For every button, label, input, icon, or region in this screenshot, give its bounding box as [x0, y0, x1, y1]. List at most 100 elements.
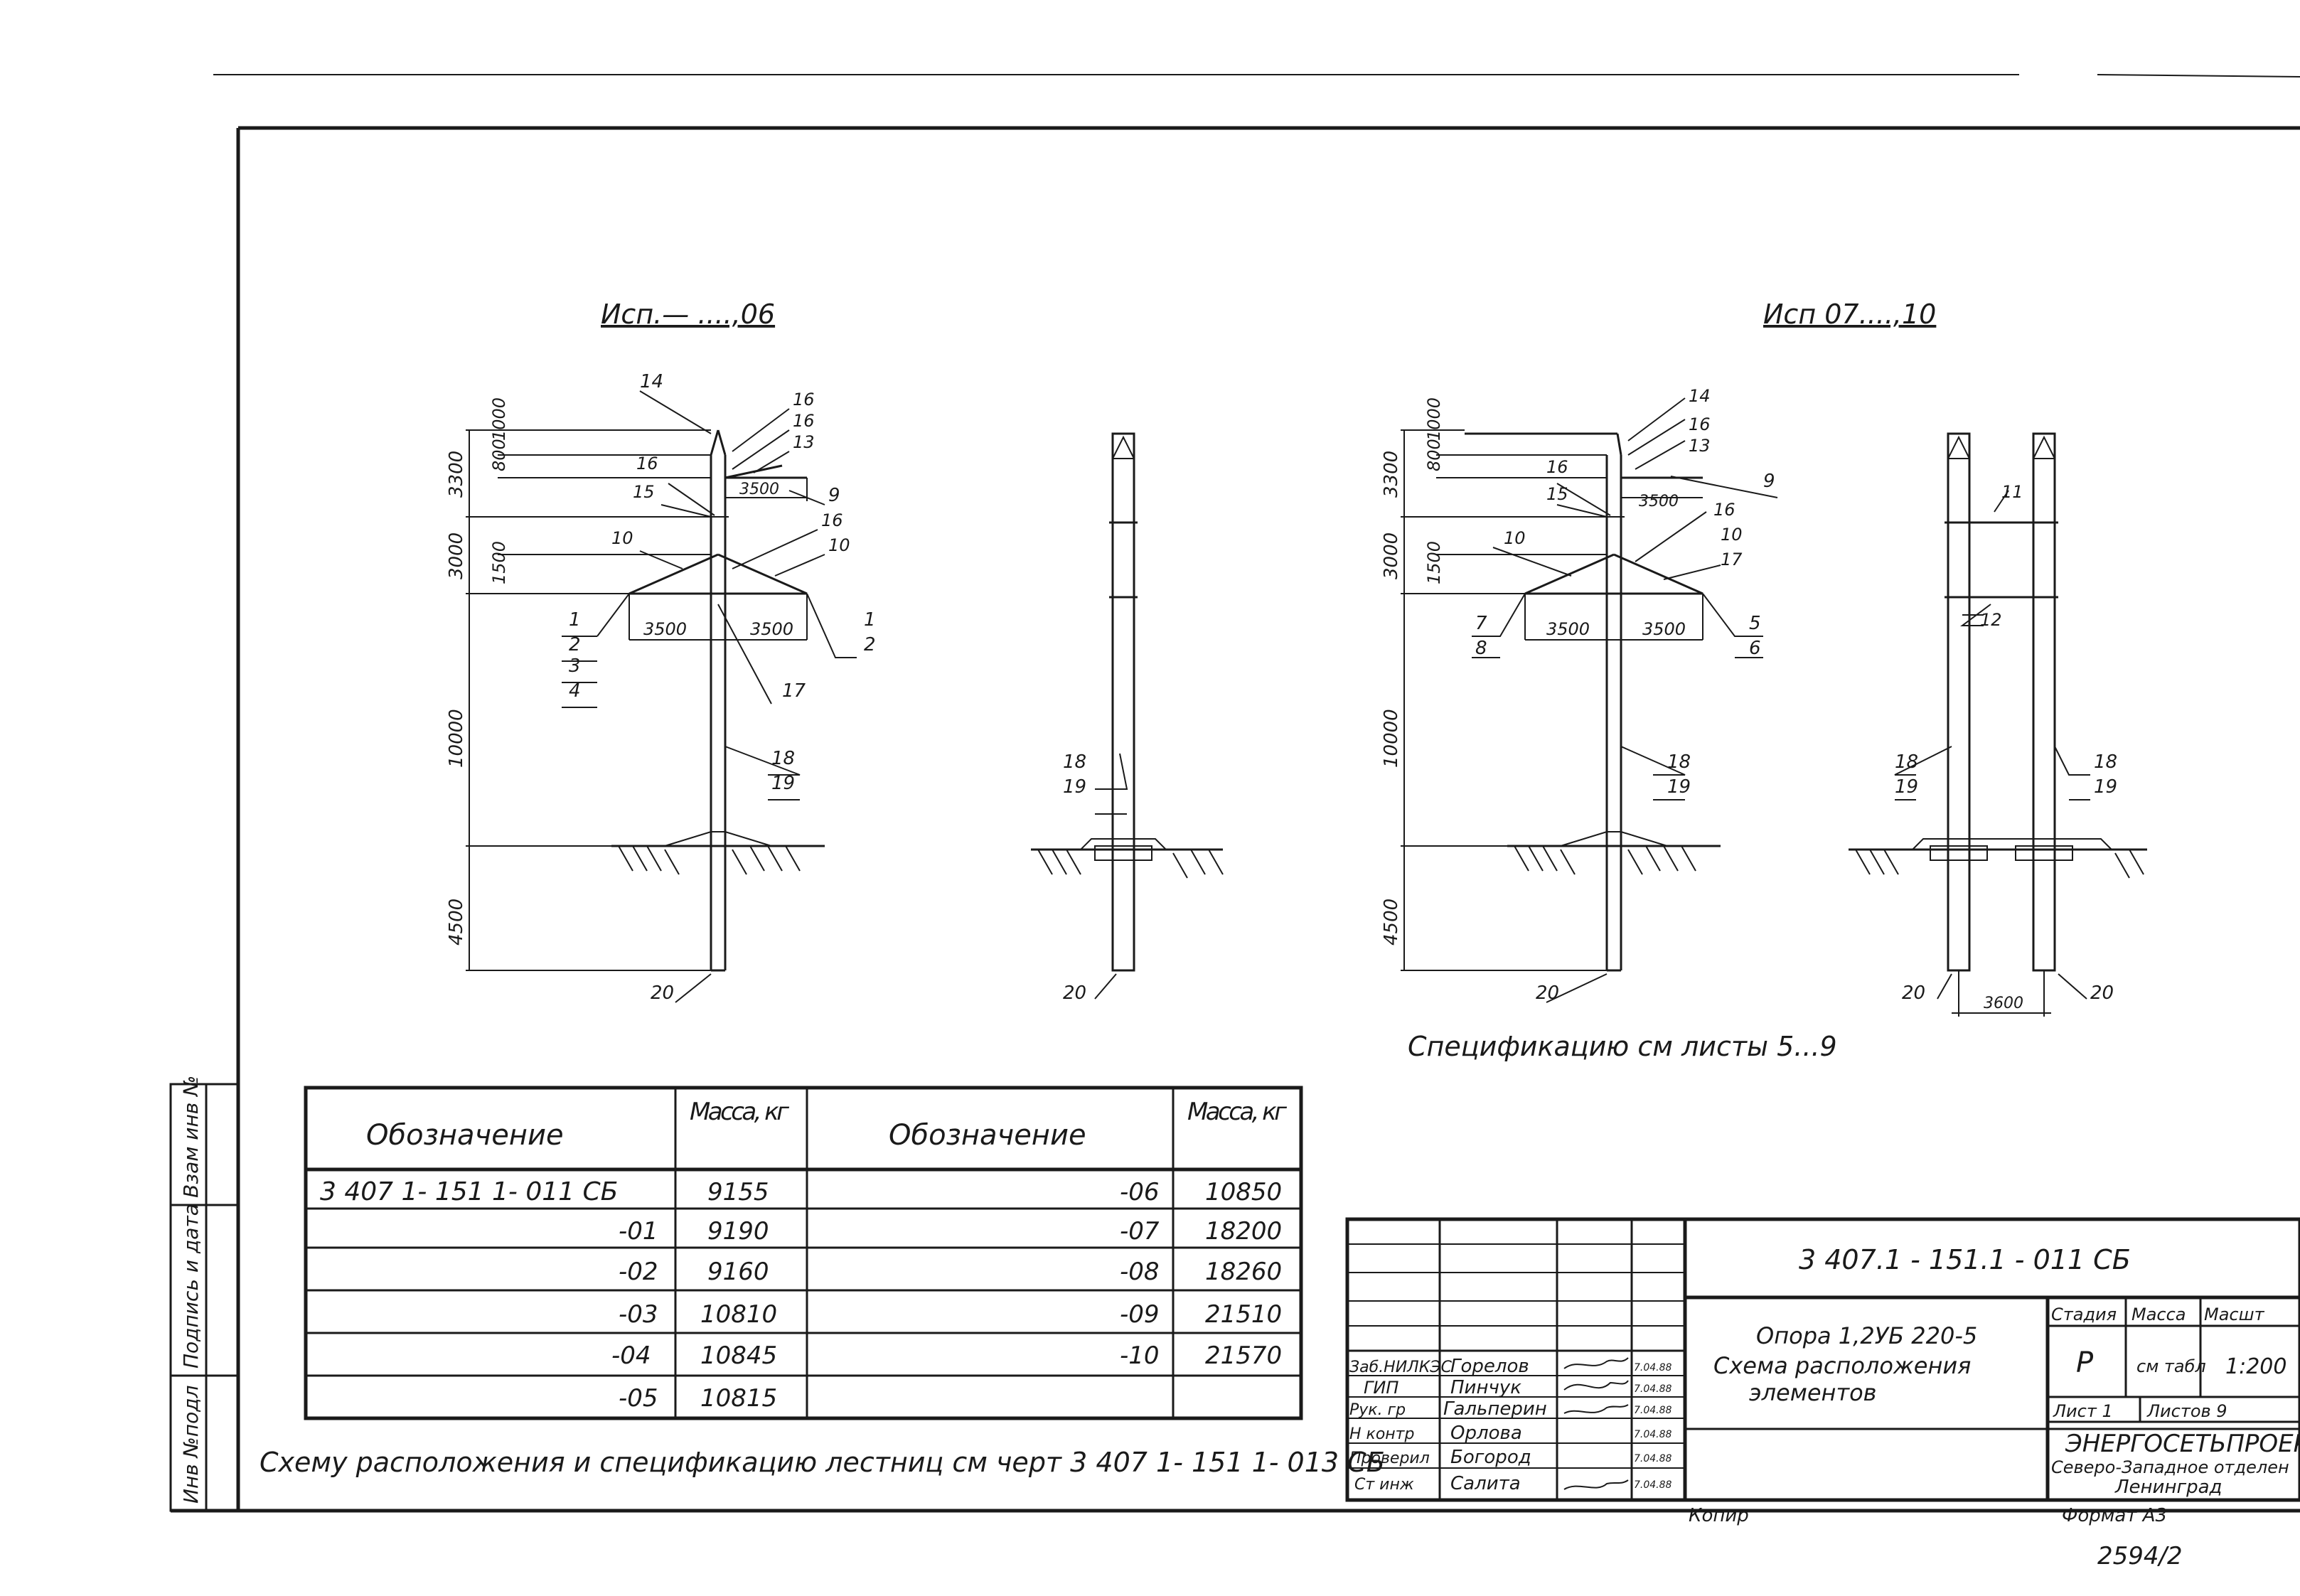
copy-label: Копир [1689, 1505, 1749, 1526]
mark-17-b: 17 [1721, 550, 1743, 569]
mark-9-a: 9 [828, 485, 840, 506]
mark-19-c: 19 [1667, 776, 1691, 798]
mark-11: 11 [2001, 482, 2023, 502]
dim-800-a: 800 [489, 439, 509, 471]
dim-1000-a: 1000 [489, 397, 509, 441]
date-1: 7.04.88 [1634, 1383, 1672, 1395]
date-4: 7.04.88 [1634, 1453, 1672, 1464]
role-0: Заб.НИЛКЭС [1349, 1359, 1453, 1376]
dim-4500-a: 4500 [446, 899, 467, 946]
mass-label: Масса [2131, 1305, 2186, 1324]
mark-13-a: 13 [793, 432, 815, 452]
mark-16-a4: 16 [821, 510, 843, 530]
mark-15-a: 15 [633, 482, 655, 502]
mark-9-b: 9 [1763, 471, 1775, 492]
name-0: Горелов [1450, 1356, 1529, 1377]
date-5: 7.04.88 [1634, 1479, 1672, 1491]
mass-table [304, 1086, 1303, 1420]
dim-800-b: 800 [1424, 439, 1444, 471]
mark-16-a1: 16 [793, 390, 815, 409]
dim-3000-a: 3000 [446, 532, 467, 579]
row1-mass1: 9190 [707, 1217, 769, 1246]
pole-front-single [466, 429, 825, 972]
role-4: Проверил [1349, 1450, 1430, 1467]
row0-des1: 3 407 1- 151 1- 011 СБ [320, 1177, 618, 1206]
dim-10000-a: 10000 [446, 709, 467, 768]
dim-1500-b: 1500 [1424, 541, 1444, 584]
mark-2-b: 2 [864, 634, 876, 655]
row3-mass2: 21510 [1205, 1300, 1282, 1329]
dim-3000-b: 3000 [1381, 532, 1402, 579]
row3-des1: -03 [619, 1300, 658, 1329]
dim-3500-b3: 3500 [1639, 493, 1679, 510]
mark-10-a2: 10 [828, 535, 850, 555]
row1-des1: -01 [619, 1217, 658, 1246]
row2-mass1: 9160 [707, 1258, 769, 1286]
mark-10-a1: 10 [611, 528, 633, 548]
row3-des2: -09 [1120, 1300, 1160, 1329]
pole-front-double [1401, 397, 1778, 1003]
mark-19-b: 19 [1063, 776, 1086, 798]
row4-mass2: 21570 [1205, 1341, 1282, 1370]
mark-18-e: 18 [2094, 751, 2117, 773]
mark-10-b2: 10 [1721, 525, 1743, 545]
spec-note: Спецификацию см листы 5...9 [1408, 1031, 1837, 1062]
scale-label: Масшт [2204, 1305, 2265, 1324]
role-2: Рук. гр [1349, 1401, 1406, 1419]
row0-mass1: 9155 [707, 1178, 769, 1206]
row0-mass2: 10850 [1205, 1178, 1282, 1206]
mark-6: 6 [1749, 638, 1761, 659]
name-3: Орлова [1450, 1423, 1522, 1444]
mark-14-a: 14 [640, 371, 663, 392]
marks-left-front: 14 16 16 13 16 15 9 16 10 10 1 2 3 4 1 2… [562, 371, 876, 1004]
mark-18-c: 18 [1667, 751, 1691, 773]
row0-des2: -06 [1120, 1178, 1160, 1206]
mass-table-rows: 3 407 1- 151 1- 011 СБ 9155 -06 10850 -0… [320, 1177, 1282, 1413]
mark-16-b3: 16 [1713, 500, 1735, 520]
dim-1500-a: 1500 [489, 541, 509, 584]
mark-8: 8 [1475, 638, 1487, 659]
scale-value: 1:200 [2225, 1354, 2286, 1379]
pole-side-double [1849, 432, 2147, 1017]
dim-3300-a: 3300 [446, 451, 467, 498]
mass-value: см табл [2136, 1356, 2206, 1376]
dim-3600: 3600 [1984, 995, 2023, 1012]
sheet-no: Лист 1 [2053, 1401, 2113, 1421]
role-1: ГИП [1364, 1378, 1398, 1398]
name-1: Пинчук [1450, 1377, 1521, 1398]
th-mass-2: Масса, кг [1187, 1098, 1288, 1126]
sheets-total: Листов 9 [2146, 1401, 2227, 1421]
dim-3500-a3: 3500 [739, 481, 779, 498]
row4-des1: -04 [611, 1341, 651, 1370]
mark-16-a3: 16 [636, 454, 658, 473]
role-5: Ст инж [1354, 1476, 1414, 1494]
mark-12: 12 [1980, 610, 2002, 630]
stamp-replace: Взам инв № [179, 1076, 203, 1198]
archive-number: 2594/2 [2097, 1542, 2183, 1570]
top-trim-line-right [2097, 74, 2300, 77]
mark-19-a: 19 [771, 773, 795, 794]
row4-des2: -10 [1120, 1341, 1160, 1370]
row4-mass1: 10845 [700, 1341, 777, 1370]
mark-17-a: 17 [782, 680, 806, 702]
title-line-2: Схема расположения [1713, 1352, 1971, 1379]
mark-20-c: 20 [1536, 982, 1559, 1004]
mark-19-d: 19 [1895, 776, 1918, 798]
signature-scribbles [1563, 1357, 1629, 1490]
mark-18-d: 18 [1895, 751, 1918, 773]
row1-mass2: 18200 [1205, 1217, 1282, 1246]
mark-16-b1: 16 [1689, 414, 1711, 434]
side-stamp: Инв №подл Подпись и дата Взам инв № [169, 1076, 240, 1512]
org-division: Северо-Западное отделен [2051, 1457, 2289, 1477]
marks-right-front: 14 16 13 16 15 9 16 10 17 10 7 8 5 6 18 … [1475, 386, 1775, 1004]
role-3: Н контр [1349, 1425, 1414, 1443]
caption-right: Исп 07....,10 [1763, 299, 1936, 330]
title-line-3: элементов [1749, 1379, 1877, 1406]
mark-14-b: 14 [1689, 386, 1711, 406]
mark-13-b: 13 [1689, 436, 1711, 456]
mark-2-a: 2 [569, 634, 581, 655]
mark-4-a: 4 [569, 680, 581, 702]
mark-16-a2: 16 [793, 411, 815, 431]
mark-7: 7 [1475, 613, 1487, 634]
